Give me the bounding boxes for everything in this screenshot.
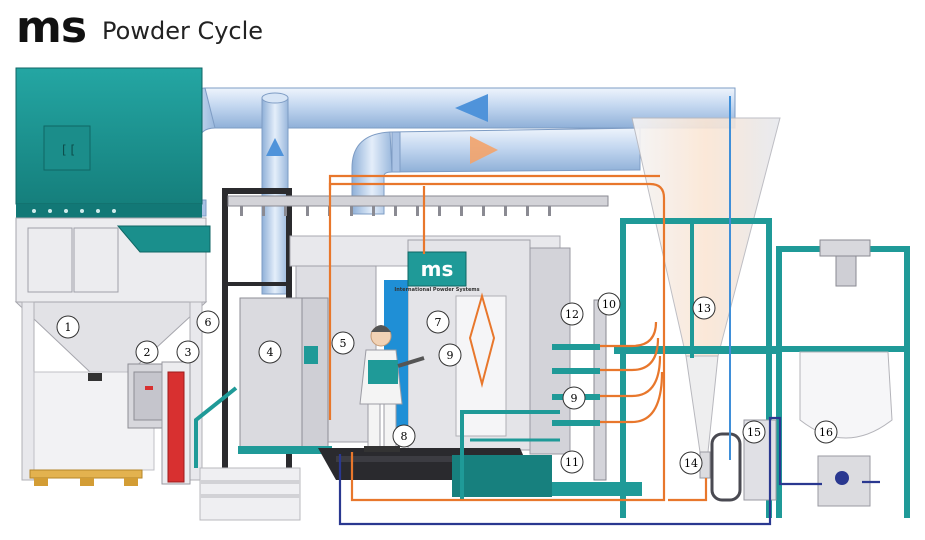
callout-14: 14 [679, 451, 703, 475]
callout-label: 9 [447, 349, 454, 362]
callout-5: 5 [331, 331, 355, 355]
callout-13: 13 [692, 296, 716, 320]
callout-7: 7 [426, 310, 450, 334]
brand-logo: ms [16, 2, 87, 53]
callout-16: 16 [814, 420, 838, 444]
svg-text:[ [: [ [ [62, 143, 75, 157]
callouts: 1 2 3 4 5 6 7 8 9 9 10 11 12 13 14 15 16 [56, 292, 838, 475]
callout-8: 8 [392, 424, 416, 448]
booth-cabinet [238, 297, 332, 454]
callout-10: 10 [597, 292, 621, 316]
callout-label: 4 [267, 346, 274, 359]
callout-label: 3 [185, 346, 192, 359]
cyclone [631, 117, 781, 479]
callout-label: 2 [144, 346, 151, 359]
big-bag-station [776, 239, 910, 518]
booth-sign: ms International Powder Systems [394, 251, 480, 293]
workpiece [468, 292, 496, 388]
callout-label: 5 [340, 337, 347, 350]
callout-label: 15 [747, 426, 761, 439]
callout-label: 14 [684, 457, 698, 470]
cyclone-inlet-duct [351, 127, 641, 215]
booth-sign-caption: International Powder Systems [394, 287, 479, 293]
header: ms Powder Cycle [16, 2, 264, 53]
flow-arrow-up-icon [266, 138, 284, 156]
operator-platform [194, 386, 560, 521]
powder-lines [328, 174, 708, 502]
booth-sign-logo: ms [421, 257, 454, 281]
callout-15: 15 [742, 420, 766, 444]
callout-label: 11 [565, 456, 579, 469]
callout-label: 8 [401, 430, 408, 443]
callout-9a: 9 [438, 343, 462, 367]
cyclone-structure [614, 218, 780, 518]
callout-12: 12 [560, 302, 584, 326]
callout-label: 12 [565, 308, 579, 321]
callout-9b: 9 [562, 386, 586, 410]
callout-11: 11 [560, 450, 584, 474]
callout-label: 1 [65, 321, 72, 334]
flow-arrow-right-icon [470, 136, 498, 164]
callout-label: 16 [819, 426, 833, 439]
pallet [29, 469, 143, 486]
operator-figure-icon [359, 325, 403, 452]
fire-extinguisher [161, 361, 191, 485]
callout-3: 3 [176, 340, 200, 364]
callout-label: 10 [602, 298, 616, 311]
diagram-title: Powder Cycle [102, 17, 264, 45]
callout-label: 13 [697, 302, 711, 315]
callout-label: 7 [435, 316, 442, 329]
callout-6: 6 [196, 310, 220, 334]
callout-label: 9 [571, 392, 578, 405]
callout-2: 2 [135, 340, 159, 364]
spray-gun-icon [397, 356, 425, 368]
callout-4: 4 [258, 340, 282, 364]
callout-label: 6 [205, 316, 212, 329]
return-line [338, 416, 880, 526]
callout-1: 1 [56, 315, 80, 339]
flow-arrow-left-icon [455, 94, 488, 122]
